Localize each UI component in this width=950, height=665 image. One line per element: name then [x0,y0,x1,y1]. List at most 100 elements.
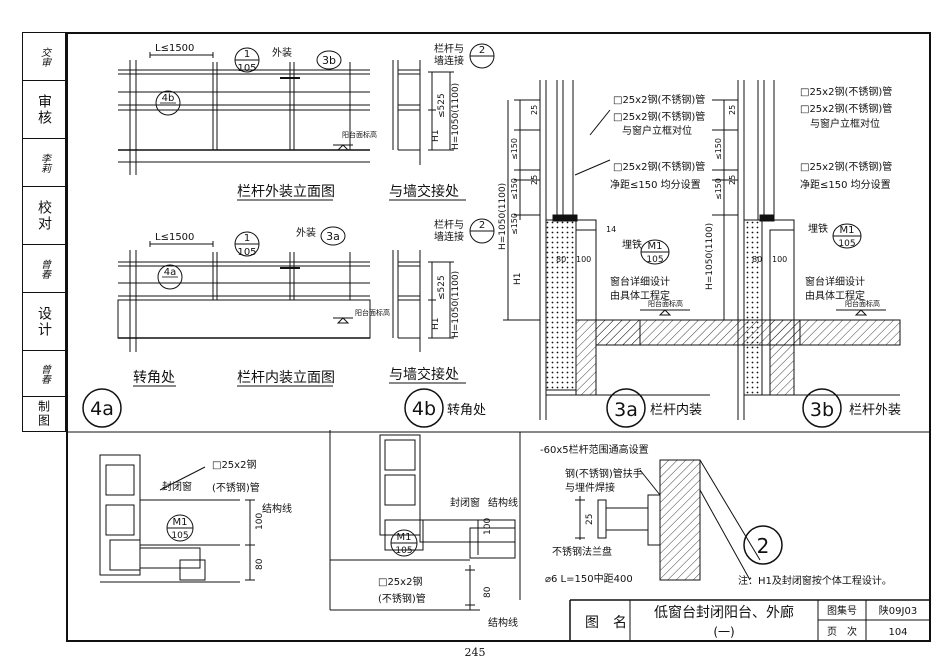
pipe-label: 净距≤150 均分设置 [610,178,701,191]
structure-line: 结构线 [262,502,292,515]
dim-525: ≤525 [437,93,447,118]
callout-den: 105 [237,63,256,74]
callout-m1-den: 105 [646,255,663,265]
sidebar-text: 交审 [38,46,50,67]
dim-h1: H1 [513,273,523,286]
balcony-level: 阳台面标高 [355,308,390,317]
pipe-label: 与窗户立框对位 [810,117,880,130]
structure-line: 结构线 [488,616,518,629]
drawing-frame [66,32,931,642]
dim: 100 [576,255,591,264]
dim-length: L≤1500 [155,43,194,54]
dim: ≤150 [714,178,723,200]
tb-label-page: 页 次 [827,625,857,638]
title-wall-junction: 与墙交接处 [389,366,459,383]
tb-label-name: 图 名 [585,615,627,631]
embed-label: 埋铁 [622,238,642,251]
label-2: 2 [757,534,770,558]
pipe-label: □25x2钢(不锈钢)管 [613,160,705,173]
embed-label: 埋铁 [808,222,828,235]
dim: ≤150 [714,138,723,160]
tb-page-number: 104 [888,627,907,638]
balcony-level: 阳台面标高 [648,299,683,308]
sidebar-text: 设计 [36,305,52,338]
pipe-label: □25x2钢 [212,458,256,471]
balcony-level: 阳台面标高 [342,130,377,139]
dim: 25 [585,514,595,525]
tb-label-atlas: 图集号 [827,604,857,617]
dim-525: ≤525 [437,275,447,300]
title-block [569,599,931,642]
detail-text: 不锈钢法兰盘 [552,545,612,558]
wall-label: 墙连接 [434,54,464,67]
section-3b [712,80,901,428]
note: 窗台详细设计 [610,275,670,288]
dim: 100 [772,255,787,264]
sidebar-cell-7: 曾春 [23,351,65,397]
dim: 25 [530,175,539,185]
callout-m1: M1 [648,241,663,252]
callout-4a: 4a [164,267,177,278]
tb-atlas-code: 陕09J03 [879,604,917,617]
pipe-label: □25x2钢(不锈钢)管 [800,160,892,173]
callout-m1-den: 105 [395,546,412,556]
note: 由具体工程定 [610,289,670,302]
structure-line: 结构线 [488,496,518,509]
callout-m1: M1 [173,517,188,528]
sidebar-cell-6: 设计 [23,293,65,351]
callout-3b: 3b [322,54,336,67]
dim-h1: H1 [431,130,441,143]
pipe-label: □25x2钢(不锈钢)管 [613,110,705,123]
sidebar-text: 李莉 [38,152,50,173]
dim: 25 [728,175,737,185]
label-outer: 外装 [272,46,292,59]
wall-label: 墙连接 [434,230,464,243]
tb-subtitle: (一) [713,625,734,639]
dim-h: H=1050(1100) [498,183,508,250]
pipe-label: □25x2钢(不锈钢)管 [800,102,892,115]
callout-den: 105 [237,247,256,258]
note: 窗台详细设计 [805,275,865,288]
wall-label: 栏杆与 [434,42,464,55]
sidebar-text: 审核 [36,93,52,126]
dim-h: H=1050(1100) [451,271,461,338]
dim-h: H=1050(1100) [705,223,715,290]
dim: 100 [255,513,265,530]
dim: 80 [483,586,493,598]
closed-window: 封闭窗 [162,480,192,493]
pipe-label: 净距≤150 均分设置 [800,178,891,191]
title-corner: 转角处 [133,370,175,386]
label-3b: 3b [810,399,834,421]
balcony-level: 阳台面标高 [845,299,880,308]
dim: 80 [556,255,566,264]
callout-2: 2 [479,220,485,231]
sidebar-text: 曾春 [38,258,50,279]
sidebar-text: 校对 [36,199,52,232]
callout-num: 1 [244,49,250,60]
sidebar-text: 曾春 [38,363,50,384]
sidebar-cell-4: 校对 [23,187,65,245]
sidebar-cell-3: 李莉 [23,139,65,187]
signature-sidebar: 交审 审核 李莉 校对 曾春 设计 曾春 制图 [22,32,66,432]
title-wall-junction: 与墙交接处 [389,183,459,200]
closed-window: 封闭窗 [450,496,480,509]
detail-2 [575,459,783,581]
caption-outer: 栏杆外装 [849,403,901,418]
pipe-label: □25x2钢(不锈钢)管 [800,85,892,98]
dim: 80 [255,558,265,570]
callout-num: 1 [244,233,250,244]
pipe-label: □25x2钢 [378,575,422,588]
detail-text: -60x5栏杆范围通高设置 [540,443,649,456]
plan-4a [99,454,255,583]
pipe-label: (不锈钢)管 [378,592,426,605]
dim: ≤150 [510,178,519,200]
elevation-outer [118,43,495,175]
detail-text: 与埋件焊接 [565,481,615,494]
dim: ≤150 [510,213,519,235]
label-3a: 3a [614,399,638,421]
elevation-inner [82,199,495,428]
dim-h1: H1 [431,318,441,331]
dim: 80 [752,255,762,264]
